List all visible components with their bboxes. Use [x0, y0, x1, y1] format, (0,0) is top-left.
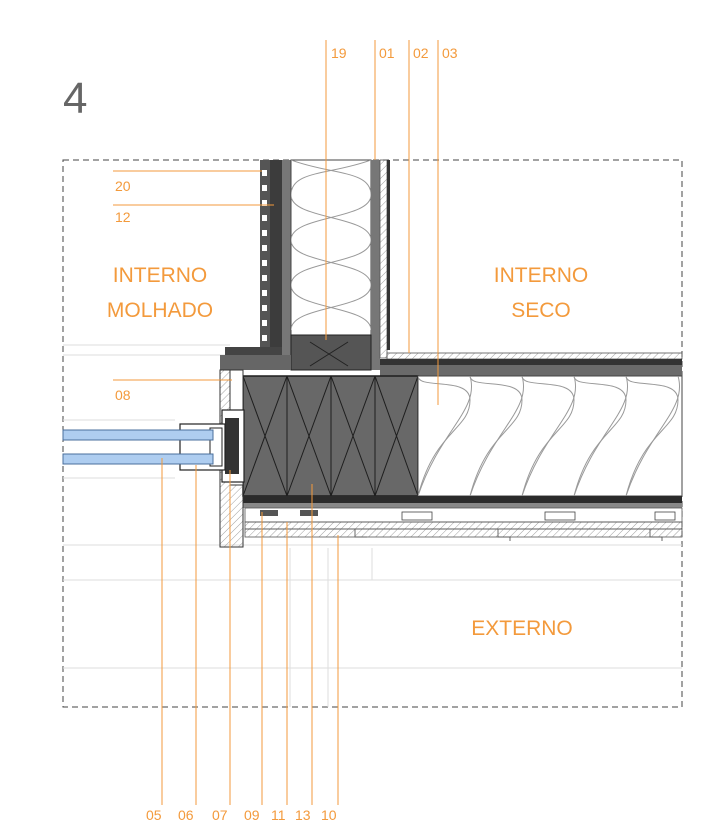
- callout-11: 11: [271, 807, 286, 823]
- wall-insulation: [290, 159, 372, 336]
- wall-insulation-pattern: [291, 160, 371, 331]
- soffit-cladding: [244, 528, 683, 538]
- timber-beam-cross-lines: [242, 375, 419, 497]
- wall-base-block-cross: [309, 341, 349, 367]
- cladding-boards: [244, 521, 683, 530]
- callout-12: 12: [115, 209, 131, 225]
- callout-20: 20: [115, 178, 131, 194]
- support-clips: [260, 510, 676, 521]
- wall-finish-dry: [387, 160, 390, 350]
- callout-13: 13: [295, 807, 311, 823]
- callout-09: 09: [244, 807, 260, 823]
- glass-pane-outer: [62, 429, 214, 441]
- detail-number: 4: [63, 74, 87, 123]
- background-lines: [63, 344, 682, 707]
- zone-label-interno-molhado-line2: MOLHADO: [107, 299, 213, 322]
- wet-floor-base: [220, 355, 291, 370]
- callout-19: 19: [331, 45, 347, 61]
- glass-pane-inner: [62, 453, 214, 465]
- floor-insulation: [417, 375, 683, 497]
- board-layer-left: [270, 160, 282, 355]
- zone-label-interno-molhado-line1: INTERNO: [113, 264, 208, 287]
- window-frame-profile: [225, 418, 239, 474]
- floor-insulation-pattern: [418, 376, 680, 496]
- callout-10: 10: [321, 807, 337, 823]
- frame-stud-right: [371, 160, 380, 370]
- leader-lines: [113, 40, 439, 805]
- batten-layer: [243, 503, 682, 508]
- zone-label-externo: EXTERNO: [471, 617, 573, 640]
- callout-02: 02: [413, 45, 429, 61]
- tile-finish: [260, 160, 270, 350]
- zone-label-interno-seco-line1: INTERNO: [494, 264, 589, 287]
- callout-03: 03: [442, 45, 458, 61]
- membrane-layer: [243, 496, 682, 503]
- gypsum-board: [379, 159, 388, 359]
- callout-08: 08: [115, 387, 131, 403]
- zone-label-interno-seco-line2: SECO: [511, 299, 571, 322]
- callout-07: 07: [212, 807, 228, 823]
- floor-layer: [380, 359, 682, 365]
- floor-board: [380, 365, 682, 376]
- floor-finish: [386, 352, 683, 360]
- wet-floor-finish: [225, 347, 282, 355]
- callout-05: 05: [146, 807, 162, 823]
- callout-06: 06: [178, 807, 194, 823]
- callout-01: 01: [379, 45, 395, 61]
- frame-stud-left: [282, 160, 291, 370]
- tile-joints: [262, 170, 267, 341]
